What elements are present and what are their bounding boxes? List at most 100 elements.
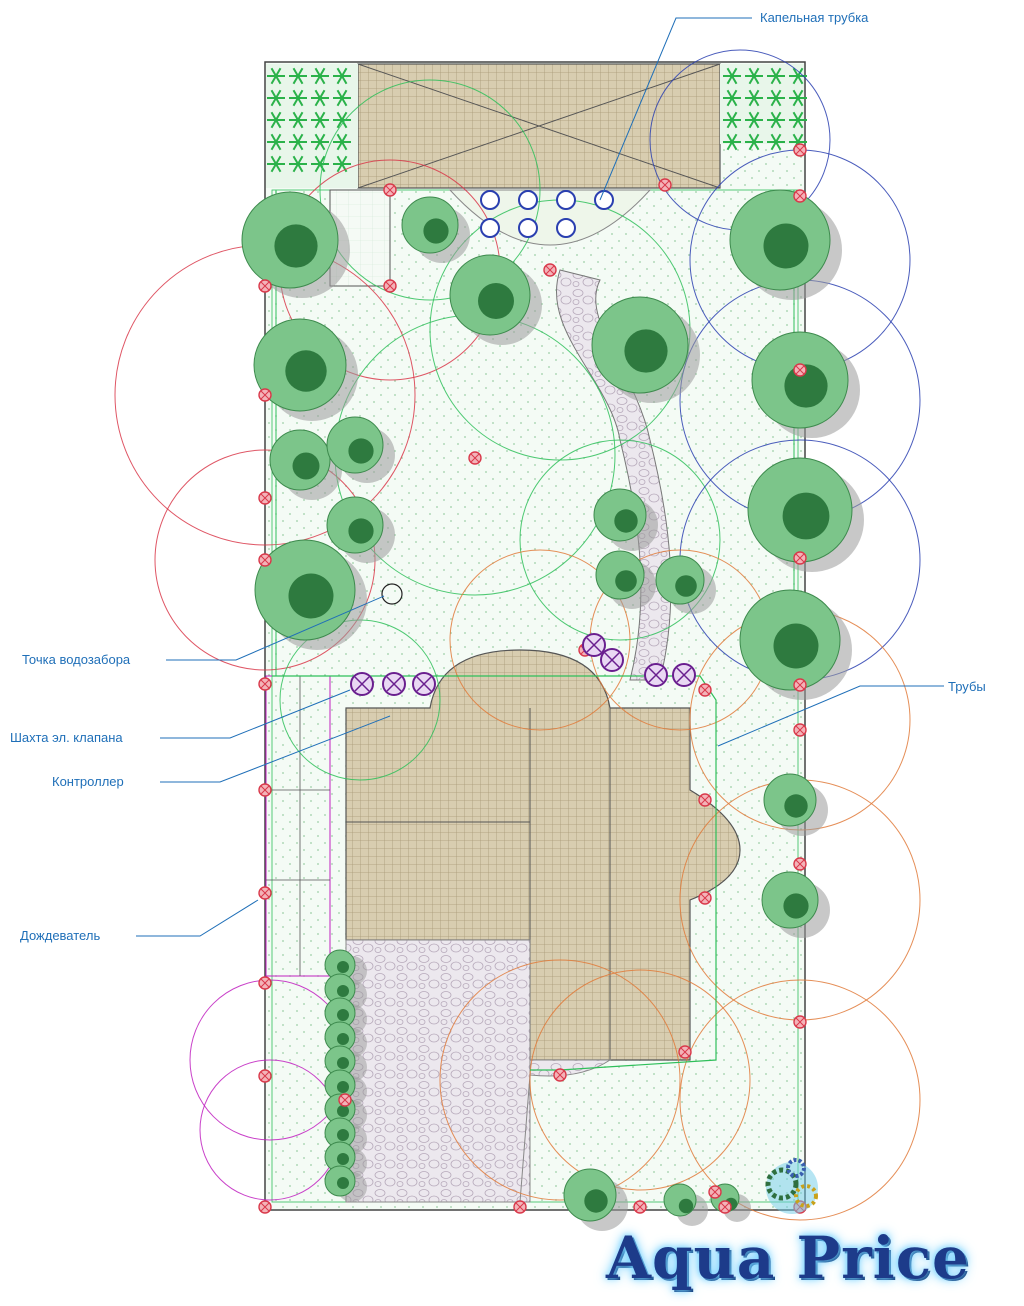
grass-tuft-icon [333,155,351,173]
sprinkler-icon [698,793,712,807]
sprinkler-icon [793,678,807,692]
sprinkler-icon [383,183,397,197]
grass-tuft-icon [767,89,785,107]
coverage-arc [449,549,631,731]
sprinkler-icon [258,491,272,505]
grass-tuft-icon [311,89,329,107]
grass-tuft-icon [789,67,807,85]
coverage-arc [519,439,721,641]
grass-tuft-icon [289,89,307,107]
grass-tuft-icon [267,155,285,173]
sprinkler-icon [793,189,807,203]
tree-icon [269,429,342,500]
grass-tuft-icon [267,133,285,151]
flower-icon [556,218,576,238]
label-water-intake: Точка водозабора [22,652,131,667]
sprinkler-icon [258,553,272,567]
valve-box-icon [600,648,624,672]
label-pipes: Трубы [948,679,986,694]
grass-tuft-icon [723,111,741,129]
tree-icon [761,871,830,938]
label-valve-shaft: Шахта эл. клапана [10,730,123,745]
sprinkler-icon [793,723,807,737]
tree-icon [751,331,860,438]
grass-tuft-icon [745,89,763,107]
coverage-arc [529,969,751,1191]
grass-tuft-icon [767,133,785,151]
gears-icon [765,1158,818,1214]
grass-tuft-icon [311,133,329,151]
grass-tuft-icon [745,67,763,85]
grass-tuft-icon [289,111,307,129]
grass-tuft-icon [289,133,307,151]
flower-icon [594,190,614,210]
tree-icon [326,416,395,483]
grass-tuft-icon [289,67,307,85]
sprinkler-icon [793,857,807,871]
label-controller: Контроллер [52,774,124,789]
sprinkler-icon [793,1015,807,1029]
flower-icon [518,190,538,210]
sprinkler-icon [258,976,272,990]
tree-icon [326,496,395,563]
garage-building [357,63,721,189]
tree-icon [739,589,852,700]
ornamental-grass-right [720,64,804,144]
tree-icon [747,457,864,572]
valve-box-icon [644,663,668,687]
sprinkler-icon [258,677,272,691]
flower-icon [480,190,500,210]
grass-tuft-icon [267,89,285,107]
label-drip-tube: Капельная трубка [760,10,869,25]
sprinkler-icon [468,451,482,465]
grass-tuft-icon [333,67,351,85]
grass-tuft-icon [311,111,329,129]
tree-icon [595,550,656,609]
tree-icon [401,196,470,263]
sprinkler-icon [258,783,272,797]
sprinkler-icon [698,683,712,697]
sprinkler-icon [258,279,272,293]
grass-tuft-icon [789,89,807,107]
valve-box-icon [382,672,406,696]
sprinkler-icon [258,1069,272,1083]
valve-box-icon [350,672,374,696]
grass-tuft-icon [289,155,307,173]
sprinkler-icon [698,891,712,905]
tree-icon [663,1183,708,1226]
flower-icon [480,218,500,238]
tree-icon [655,555,716,614]
shrub-icon [324,997,367,1034]
coverage-arc [679,979,921,1221]
coverage-arc [439,959,681,1201]
tree-icon [563,1168,628,1231]
sprinkler-icon [678,1045,692,1059]
grass-tuft-icon [333,89,351,107]
grass-tuft-icon [267,111,285,129]
grass-tuft-icon [745,133,763,151]
tree-icon [253,318,358,421]
coverage-arc [319,79,541,301]
tree-icon [591,296,700,403]
grass-tuft-icon [745,111,763,129]
brand-logo-text: Aqua Price [606,1224,970,1292]
stone-path-south [519,1059,612,1203]
ornamental-grass-left [266,64,358,188]
sprinkler-icon [658,178,672,192]
sprinkler-icon [633,1200,647,1214]
grass-tuft-icon [311,67,329,85]
tree-icon [449,254,542,345]
tree-icon [241,191,350,298]
house [345,649,741,1061]
water-intake-point [381,583,403,605]
stone-courtyard [345,939,531,1203]
sprinkler-icon [793,551,807,565]
grass-tuft-icon [767,111,785,129]
pipe-line [272,675,717,1071]
tree-icon [729,189,842,300]
grass-tuft-icon [333,133,351,151]
sprinkler-icon [258,1200,272,1214]
tree-icon [593,488,658,551]
sprinkler-icon [708,1185,722,1199]
